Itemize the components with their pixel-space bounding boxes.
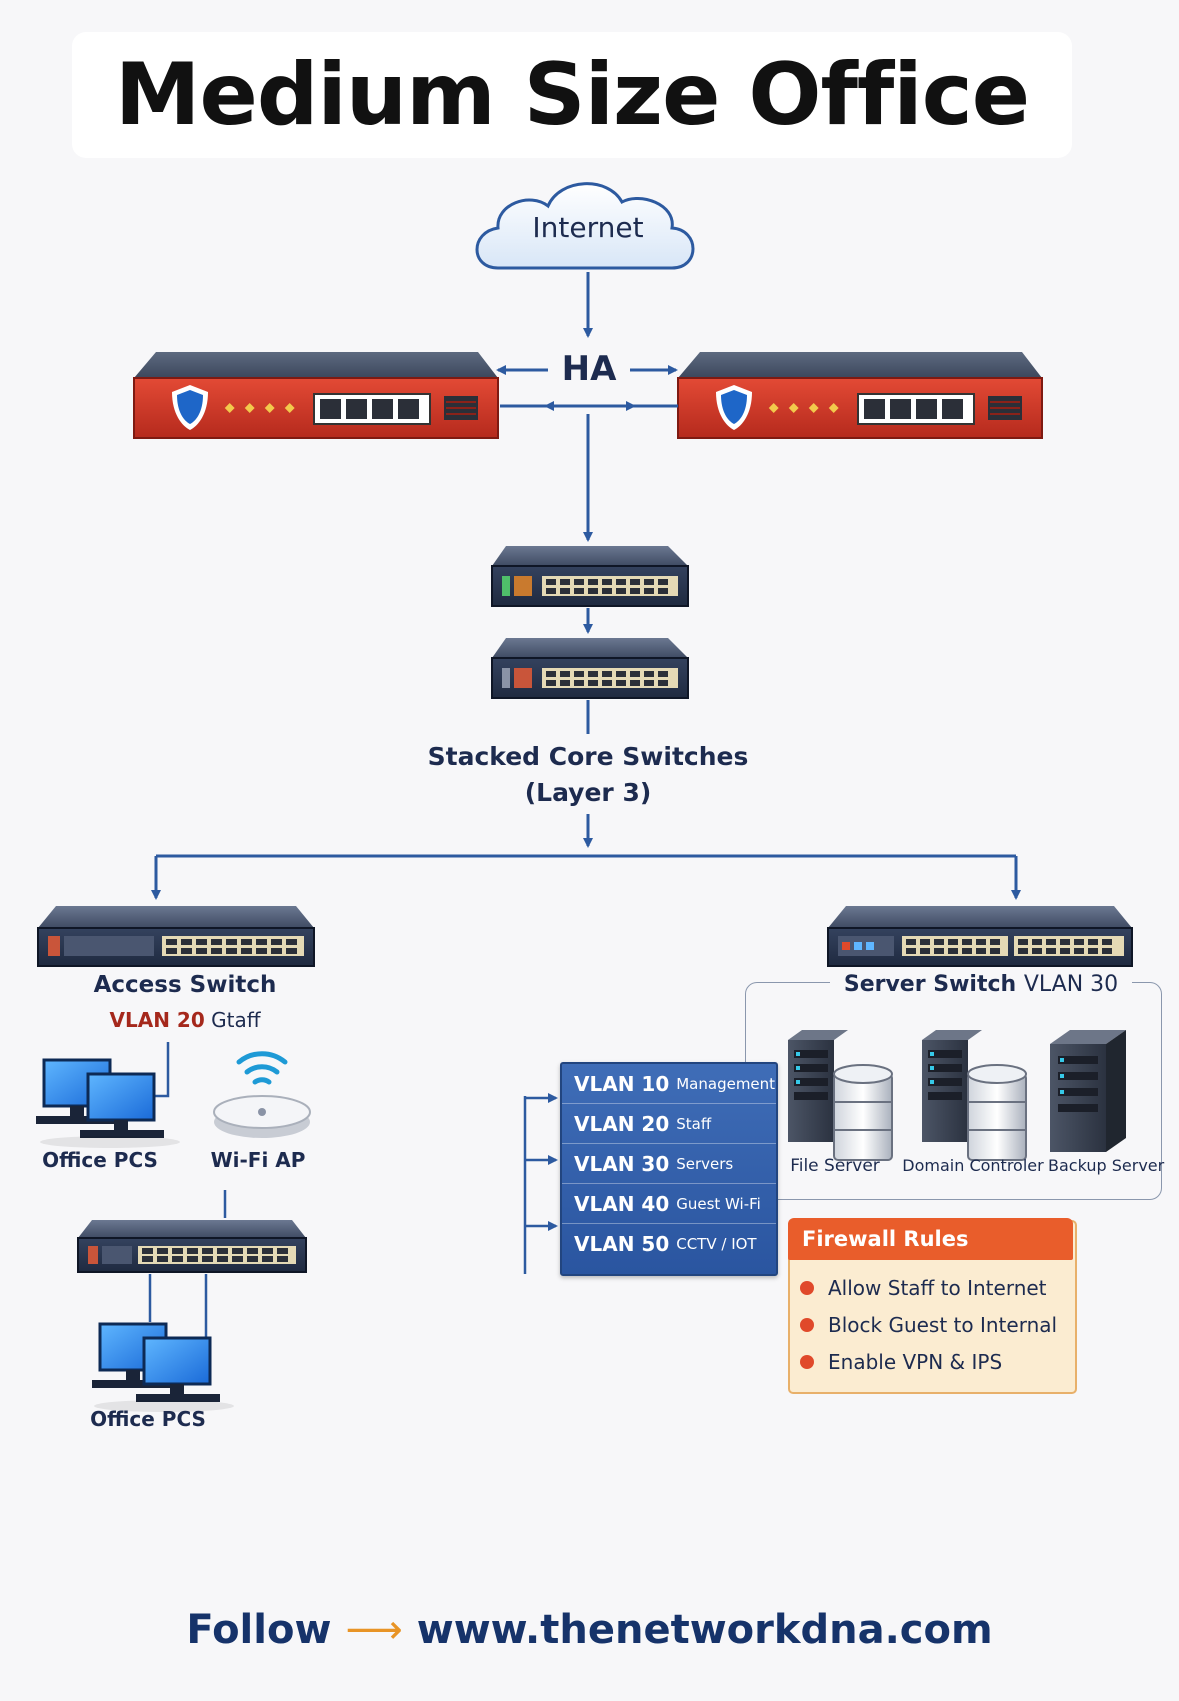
footer-url[interactable]: www.thenetworkdna.com xyxy=(416,1607,993,1653)
office-pcs-top-label: Office PCS xyxy=(42,1148,158,1172)
firewall-secondary xyxy=(677,352,1043,439)
vlan-name: Servers xyxy=(676,1154,734,1173)
title-banner: Medium Size Office xyxy=(72,32,1072,158)
vlan-name: Staff xyxy=(676,1114,712,1133)
backup-server-icon xyxy=(1050,1030,1126,1152)
vlan-row: VLAN 30 Servers xyxy=(562,1144,776,1184)
server-label-domain: Domain Controler xyxy=(902,1156,1044,1175)
internet-cloud-icon xyxy=(475,182,695,270)
vlan-row: VLAN 40 Guest Wi-Fi xyxy=(562,1184,776,1224)
vlan-row: VLAN 50 CCTV / IOT xyxy=(562,1224,776,1263)
access-vlan-id: VLAN 20 xyxy=(109,1008,205,1032)
vlan-name: Guest Wi-Fi xyxy=(676,1194,761,1213)
firewall-rule: Block Guest to Internal xyxy=(800,1313,1057,1337)
bullet-icon xyxy=(800,1355,814,1369)
vlan-id: VLAN 10 xyxy=(574,1071,670,1096)
bullet-icon xyxy=(800,1318,814,1332)
vlan-row: VLAN 10 Management xyxy=(562,1064,776,1104)
firewall-primary xyxy=(133,352,499,439)
vlan-name: Management xyxy=(676,1074,776,1093)
internet-label: Internet xyxy=(532,211,644,244)
server-switch xyxy=(827,906,1133,967)
office-pcs-bottom-icon xyxy=(92,1322,234,1412)
core-switch-1 xyxy=(491,546,689,607)
office-pcs-top-icon xyxy=(36,1058,180,1148)
vlan-row: VLAN 20 Staff xyxy=(562,1104,776,1144)
lower-access-switch xyxy=(77,1220,307,1273)
server-switch-vlan: VLAN 30 xyxy=(1023,972,1119,997)
file-server-icon xyxy=(788,1030,893,1161)
access-pc-link xyxy=(150,1042,170,1098)
server-switch-title: Server Switch xyxy=(843,972,1017,997)
core-switch-label-line2: (Layer 3) xyxy=(524,778,652,807)
access-vlan-label: VLAN 20 Gtaff xyxy=(40,1008,330,1032)
core-switch-label-line1: Stacked Core Switches xyxy=(427,742,749,771)
wifi-ap-icon xyxy=(213,1051,311,1138)
firewall-rule: Enable VPN & IPS xyxy=(800,1350,1002,1374)
server-label-backup: Backup Server xyxy=(1048,1156,1165,1175)
vlan-name: CCTV / IOT xyxy=(676,1234,757,1253)
footer-follow: Follow xyxy=(186,1607,332,1653)
access-vlan-name: Gtaff xyxy=(211,1008,261,1032)
server-switch-label: Server Switch VLAN 30 xyxy=(830,972,1132,997)
distribution-bus xyxy=(151,854,1021,900)
footer: Follow ⟶ www.thenetworkdna.com xyxy=(0,1600,1179,1660)
server-label-file: File Server xyxy=(790,1156,880,1176)
firewall-rule: Allow Staff to Internet xyxy=(800,1276,1047,1300)
ha-link xyxy=(496,365,678,411)
vlan-feed-lines xyxy=(523,1093,558,1274)
wifi-ap-label: Wi-Fi AP xyxy=(210,1148,306,1172)
vlan-id: VLAN 40 xyxy=(574,1191,670,1216)
firewall-rule-text: Block Guest to Internal xyxy=(828,1313,1058,1337)
bullet-icon xyxy=(800,1281,814,1295)
shield-icon xyxy=(172,385,208,430)
shield-icon xyxy=(716,385,752,430)
vlan-id: VLAN 30 xyxy=(574,1151,670,1176)
arrow-right-icon: ⟶ xyxy=(345,1607,403,1653)
access-switch-label: Access Switch xyxy=(93,972,277,998)
domain-controller-icon xyxy=(922,1030,1027,1161)
firewall-rule-text: Enable VPN & IPS xyxy=(828,1350,1003,1374)
firewall-rules-title: Firewall Rules xyxy=(788,1218,1073,1260)
core-switch-2 xyxy=(491,638,689,699)
office-pcs-bottom-label: Office PCS xyxy=(90,1407,206,1431)
vlan-id: VLAN 50 xyxy=(574,1231,670,1256)
vlan-table: VLAN 10 Management VLAN 20 Staff VLAN 30… xyxy=(560,1062,778,1276)
vlan-id: VLAN 20 xyxy=(574,1111,670,1136)
diagram-title: Medium Size Office xyxy=(114,45,1030,145)
firewall-rule-text: Allow Staff to Internet xyxy=(828,1276,1047,1300)
ha-label: HA xyxy=(561,349,617,389)
access-switch xyxy=(37,906,315,967)
